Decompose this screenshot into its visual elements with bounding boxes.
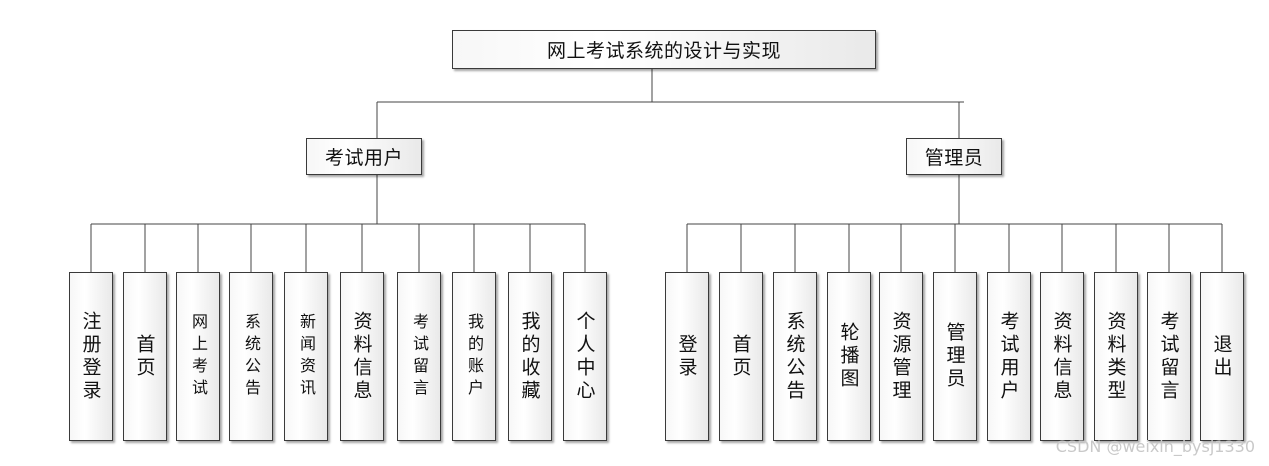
leaf-label: 管理员 xyxy=(943,322,966,391)
leaf-node: 资料信息 xyxy=(1040,272,1084,441)
leaf-node: 我的账户 xyxy=(452,272,496,441)
root-node: 网上考试系统的设计与实现 xyxy=(452,30,876,69)
leaf-node: 资料信息 xyxy=(340,272,384,441)
watermark: CSDN @weixin_bysj1330 xyxy=(1055,437,1255,456)
leaf-label: 我的收藏 xyxy=(518,310,541,403)
branch-node-exam-user: 考试用户 xyxy=(306,138,422,175)
leaf-label: 首页 xyxy=(729,333,752,380)
leaf-node: 首页 xyxy=(719,272,763,441)
leaf-node: 注册登录 xyxy=(69,272,113,441)
leaf-node: 轮播图 xyxy=(827,272,871,441)
leaf-label: 资料信息 xyxy=(1050,310,1073,403)
branch-node-admin: 管理员 xyxy=(906,138,1002,175)
leaf-label: 轮播图 xyxy=(837,322,860,391)
leaf-node: 系统公告 xyxy=(229,272,273,441)
leaf-node: 新闻资讯 xyxy=(284,272,328,441)
leaf-node: 个人中心 xyxy=(563,272,607,441)
leaf-label: 个人中心 xyxy=(573,310,596,403)
leaf-label: 新闻资讯 xyxy=(297,312,316,401)
leaf-node: 考试留言 xyxy=(397,272,441,441)
leaf-label: 退出 xyxy=(1210,333,1233,380)
leaf-label: 考试用户 xyxy=(997,310,1020,403)
leaf-node: 退出 xyxy=(1200,272,1244,441)
leaf-node: 考试用户 xyxy=(987,272,1031,441)
leaf-node: 资料类型 xyxy=(1094,272,1138,441)
leaf-label: 资料信息 xyxy=(350,310,373,403)
leaf-node: 系统公告 xyxy=(773,272,817,441)
leaf-label: 考试留言 xyxy=(410,312,429,401)
leaf-node: 考试留言 xyxy=(1147,272,1191,441)
leaf-node: 首页 xyxy=(123,272,167,441)
leaf-label: 系统公告 xyxy=(242,312,261,401)
leaf-label: 考试留言 xyxy=(1157,310,1180,403)
leaf-label: 登录 xyxy=(675,333,698,380)
branch-label: 管理员 xyxy=(924,147,984,169)
leaf-label: 资源管理 xyxy=(889,310,912,403)
leaf-label: 系统公告 xyxy=(783,310,806,403)
leaf-node: 登录 xyxy=(665,272,709,441)
root-label: 网上考试系统的设计与实现 xyxy=(546,40,781,62)
leaf-label: 网上考试 xyxy=(189,312,208,401)
leaf-label: 我的账户 xyxy=(465,312,484,401)
leaf-node: 网上考试 xyxy=(176,272,220,441)
leaf-node: 管理员 xyxy=(933,272,977,441)
branch-label: 考试用户 xyxy=(324,147,403,169)
leaf-label: 注册登录 xyxy=(79,310,102,403)
leaf-label: 资料类型 xyxy=(1104,310,1127,403)
leaf-node: 资源管理 xyxy=(879,272,923,441)
leaf-label: 首页 xyxy=(133,333,156,380)
leaf-node: 我的收藏 xyxy=(508,272,552,441)
